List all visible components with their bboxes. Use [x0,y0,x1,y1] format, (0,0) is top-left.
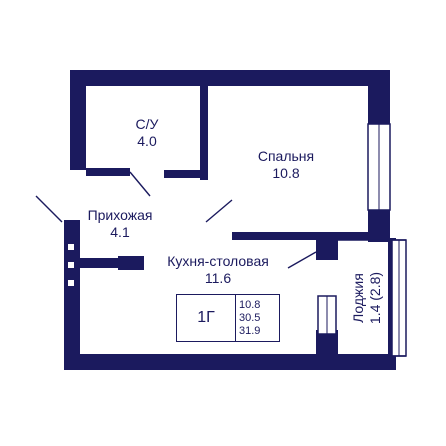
room-bathroom-name: С/У [135,116,159,132]
windows [317,123,407,357]
room-kitchen-area: 11.6 [204,270,232,286]
room-loggia-area: 1.4 (2.8) [367,271,383,325]
room-bedroom: Спальня 10.8 [246,148,326,182]
door-swings [35,171,317,269]
walls [64,70,396,370]
room-bedroom-area: 10.8 [272,165,300,181]
apartment-type: 1Г [177,295,236,341]
room-hallway-area: 4.1 [110,224,130,240]
wall-openings [68,128,104,292]
area-total-with-loggia: 31.9 [239,324,261,337]
area-living: 10.8 [239,298,261,311]
room-kitchen-name: Кухня-столовая [167,253,269,269]
room-kitchen: Кухня-столовая 11.6 [158,253,278,287]
room-bedroom-name: Спальня [257,148,315,164]
room-bathroom: С/У 4.0 [122,116,172,150]
room-hallway-name: Прихожая [87,207,153,223]
apartment-summary: 1Г 10.8 30.5 31.9 [176,294,280,342]
area-total: 30.5 [239,311,261,324]
room-bathroom-area: 4.0 [137,133,157,149]
room-hallway: Прихожая 4.1 [78,207,162,241]
apartment-areas: 10.8 30.5 31.9 [236,295,279,341]
room-loggia-name: Лоджия [350,273,366,323]
room-loggia: Лоджия 1.4 (2.8) [350,251,384,345]
